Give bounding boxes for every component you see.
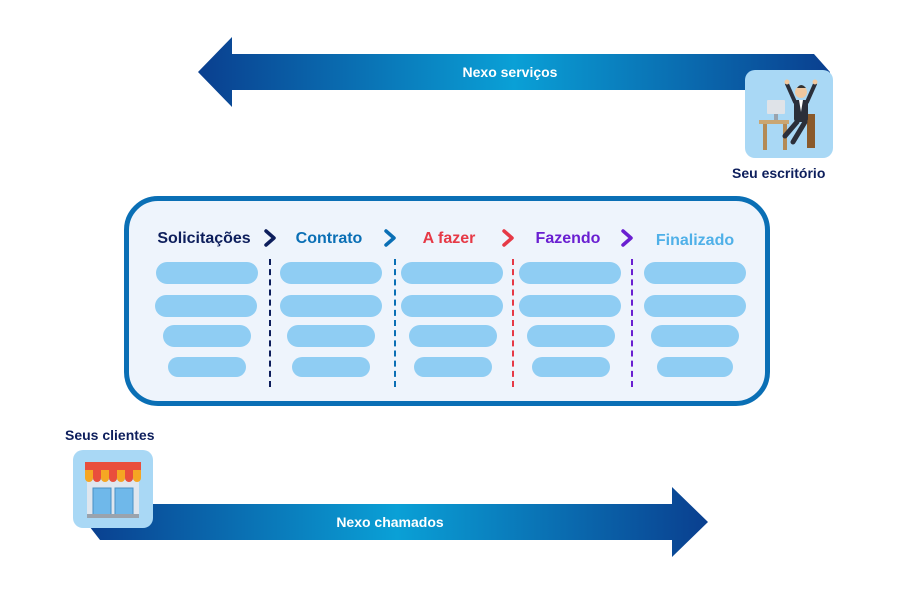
task-card bbox=[644, 295, 746, 317]
task-card bbox=[163, 325, 251, 347]
task-card bbox=[156, 262, 258, 284]
chevron-right-icon bbox=[264, 229, 276, 247]
task-card bbox=[657, 357, 733, 377]
top-flow-label: Nexo serviços bbox=[462, 64, 558, 80]
clients-tile bbox=[73, 450, 153, 528]
column-divider bbox=[394, 259, 396, 387]
task-card bbox=[401, 295, 503, 317]
task-card bbox=[414, 357, 492, 377]
column-divider bbox=[269, 259, 271, 387]
chevron-right-icon bbox=[621, 229, 633, 247]
task-card bbox=[401, 262, 503, 284]
office-worker-icon bbox=[759, 79, 818, 150]
column-divider bbox=[512, 259, 514, 387]
task-card bbox=[527, 325, 615, 347]
column-title-fazendo: Fazendo bbox=[535, 230, 601, 247]
storefront-icon bbox=[85, 462, 141, 518]
task-card bbox=[651, 325, 739, 347]
column-divider bbox=[631, 259, 633, 387]
column-title-solicitacoes: Solicitações bbox=[157, 230, 251, 247]
task-card bbox=[168, 357, 246, 377]
task-card bbox=[155, 295, 257, 317]
task-card bbox=[409, 325, 497, 347]
task-card bbox=[280, 295, 382, 317]
office-label: Seu escritório bbox=[732, 165, 826, 181]
column-title-a-fazer: A fazer bbox=[422, 230, 476, 247]
task-card bbox=[519, 262, 621, 284]
task-card bbox=[292, 357, 370, 377]
task-card bbox=[280, 262, 382, 284]
office-tile bbox=[745, 70, 833, 158]
task-card bbox=[644, 262, 746, 284]
chevron-right-icon bbox=[502, 229, 514, 247]
bottom-flow-label: Nexo chamados bbox=[336, 514, 444, 530]
workflow-board: Solicitações Contrato A fazer Fazendo Fi… bbox=[124, 196, 770, 406]
column-title-contrato: Contrato bbox=[295, 230, 363, 247]
chevron-right-icon bbox=[384, 229, 396, 247]
column-title-finalizado: Finalizado bbox=[655, 232, 735, 249]
task-card bbox=[519, 295, 621, 317]
task-card bbox=[532, 357, 610, 377]
task-card bbox=[287, 325, 375, 347]
clients-label: Seus clientes bbox=[65, 427, 155, 443]
